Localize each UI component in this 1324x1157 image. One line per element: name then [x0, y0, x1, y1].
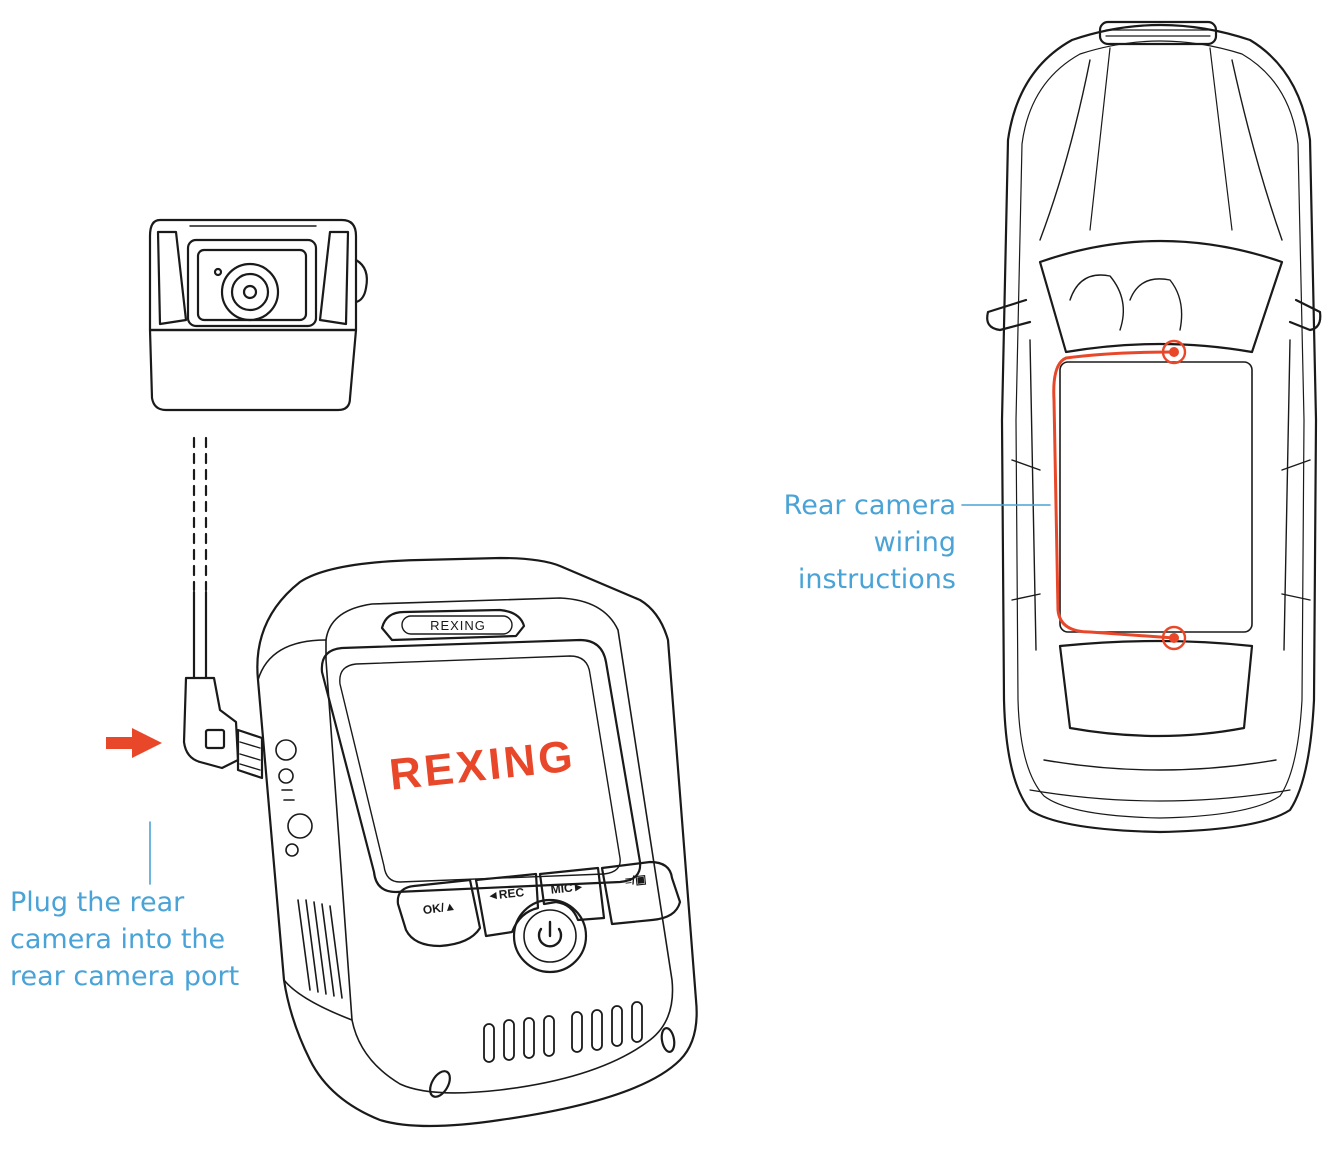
mount-point-icon: [429, 1070, 451, 1098]
power-icon: [537, 920, 563, 948]
wiring-line-1: Rear camera: [783, 490, 956, 521]
mount-point-icon: [1161, 339, 1187, 365]
wiring-line-3: instructions: [797, 564, 956, 595]
side-vents: [297, 899, 343, 999]
rear-camera-plug: [182, 676, 264, 780]
plug-line-1: Plug the rear: [10, 887, 185, 918]
screen-logo: REXING: [387, 731, 578, 799]
car-top-view: [986, 20, 1322, 834]
bezel-brand-text: REXING: [430, 618, 486, 633]
mount-point-icon: [1161, 625, 1187, 651]
front-vents: [483, 1001, 643, 1063]
ok-button-shape: [396, 878, 482, 948]
pointer-arrow-icon: [106, 728, 162, 758]
plug-instruction-callout: Plug the rear camera into the rear camer…: [10, 884, 239, 995]
mic-button-label: MIC►: [550, 879, 585, 896]
plug-line-2: camera into the: [10, 924, 226, 955]
ok-button-label: OK/▲: [422, 899, 457, 917]
menu-button-shape: [600, 860, 682, 926]
menu-button-label: ≡/▣: [624, 872, 647, 888]
wiring-route: [1052, 339, 1187, 651]
side-ports: [275, 739, 313, 857]
dash-cam: [256, 556, 698, 1128]
rec-button-shape: [474, 872, 540, 938]
rear-camera: [148, 218, 368, 412]
power-button-shape: [512, 898, 588, 974]
wiring-instruction-callout: Rear camera wiring instructions: [784, 487, 956, 598]
rec-button-label: ◄REC: [486, 885, 525, 903]
rear-camera-cable: [192, 436, 208, 680]
mic-button-shape: [538, 866, 606, 922]
plug-line-3: rear camera port: [10, 961, 240, 992]
wiring-line-2: wiring: [873, 527, 956, 558]
